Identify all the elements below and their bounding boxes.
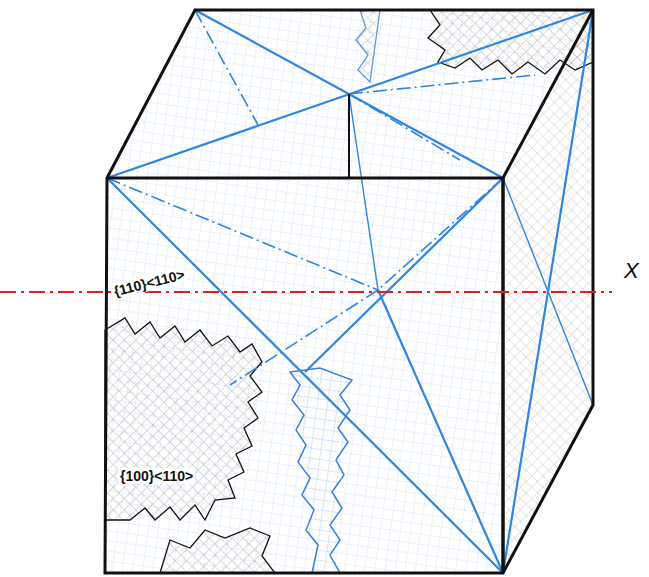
axis-label: X	[624, 258, 639, 284]
plane-label: {100}<110>	[118, 468, 195, 484]
